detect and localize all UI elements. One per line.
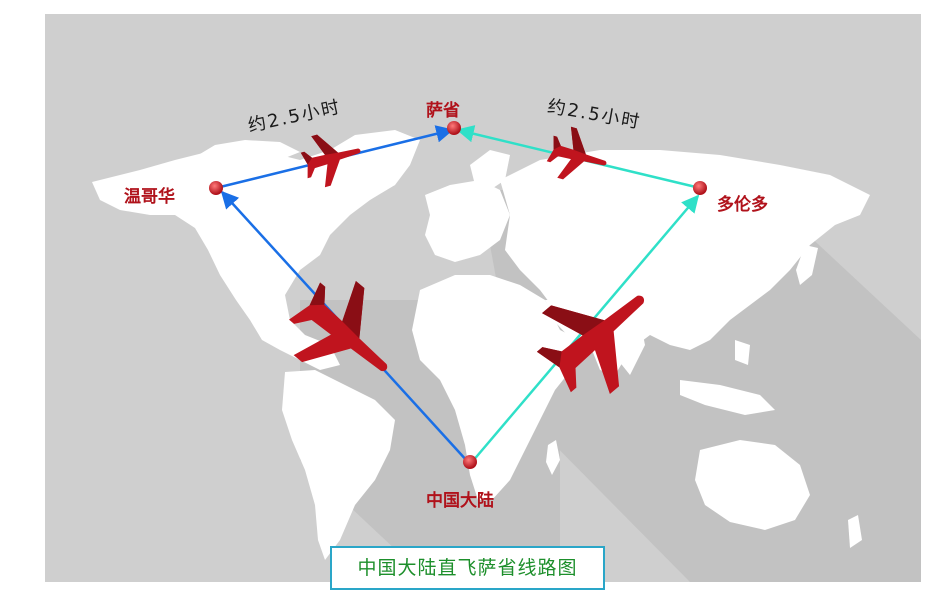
location-dot-icon bbox=[209, 181, 223, 195]
continents bbox=[92, 130, 870, 560]
africa bbox=[412, 275, 580, 500]
map-caption: 中国大陆直飞萨省线路图 bbox=[330, 546, 605, 590]
location-dot-icon bbox=[463, 455, 477, 469]
australia bbox=[695, 440, 810, 530]
greenland bbox=[330, 130, 420, 195]
city-label-toronto: 多伦多 bbox=[717, 195, 768, 215]
location-dot-icon bbox=[447, 121, 461, 135]
city-label-china: 中国大陆 bbox=[426, 491, 494, 511]
north-america bbox=[92, 150, 400, 370]
city-label-saskatchewan: 萨省 bbox=[426, 101, 460, 121]
city-dots bbox=[209, 121, 707, 469]
location-dot-icon bbox=[693, 181, 707, 195]
south-america bbox=[282, 370, 395, 560]
europe bbox=[425, 180, 510, 262]
city-label-vancouver: 温哥华 bbox=[124, 187, 175, 207]
